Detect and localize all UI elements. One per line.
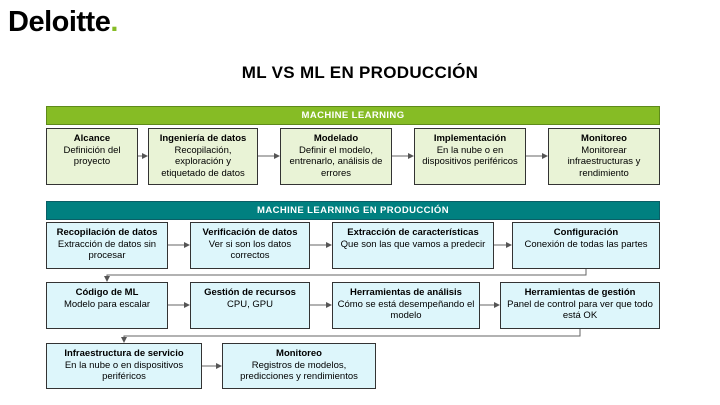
ml-step-data-engineering: Ingeniería de datos Recopilación, explor… bbox=[148, 128, 258, 185]
logo-dot: . bbox=[110, 6, 118, 38]
step-desc: Que son las que vamos a predecir bbox=[340, 238, 486, 250]
prod-step-ml-code: Código de ML Modelo para escalar bbox=[46, 282, 168, 329]
step-desc: Definición del proyecto bbox=[63, 144, 121, 168]
step-title: Ingeniería de datos bbox=[159, 133, 247, 144]
step-title: Configuración bbox=[553, 227, 619, 238]
step-title: Recopilación de datos bbox=[56, 227, 158, 238]
prod-step-serving-infrastructure: Infraestructura de servicio En la nube o… bbox=[46, 343, 202, 389]
step-title: Herramientas de gestión bbox=[524, 287, 636, 298]
step-title: Infraestructura de servicio bbox=[64, 348, 184, 359]
ml-step-modeling: Modelado Definir el modelo, entrenarlo, … bbox=[280, 128, 392, 185]
step-desc: Extracción de datos sin procesar bbox=[57, 238, 157, 262]
step-desc: Panel de control para ver que todo está … bbox=[507, 298, 653, 322]
prod-step-configuration: Configuración Conexión de todas las part… bbox=[512, 222, 660, 269]
step-title: Herramientas de análisis bbox=[350, 287, 462, 298]
ml-banner: MACHINE LEARNING bbox=[46, 106, 660, 125]
step-desc: Registros de modelos, predicciones y ren… bbox=[240, 359, 358, 383]
deloitte-logo: Deloitte. bbox=[8, 8, 118, 37]
slide-title: ML VS ML EN PRODUCCIÓN bbox=[241, 63, 479, 82]
step-desc: Recopilación, exploración y etiquetado d… bbox=[161, 144, 245, 179]
step-title: Implementación bbox=[433, 133, 507, 144]
logo-text: Deloitte bbox=[8, 6, 111, 38]
prod-banner: MACHINE LEARNING EN PRODUCCIÓN bbox=[46, 201, 660, 220]
ml-step-scope: Alcance Definición del proyecto bbox=[46, 128, 138, 185]
step-title: Código de ML bbox=[75, 287, 139, 298]
arrow-wrap-1 bbox=[104, 269, 587, 282]
step-title: Gestión de recursos bbox=[204, 287, 296, 298]
prod-step-resource-management: Gestión de recursos CPU, GPU bbox=[190, 282, 310, 329]
ml-step-monitoring: Monitoreo Monitorear infraestructuras y … bbox=[548, 128, 660, 185]
prod-step-data-verification: Verificación de datos Ver si son los dat… bbox=[190, 222, 310, 269]
step-desc: Ver si son los datos correctos bbox=[208, 238, 292, 262]
prod-step-monitoring: Monitoreo Registros de modelos, predicci… bbox=[222, 343, 376, 389]
step-title: Monitoreo bbox=[276, 348, 322, 359]
step-title: Verificación de datos bbox=[202, 227, 298, 238]
step-desc: En la nube o en dispositivos periféricos bbox=[422, 144, 518, 168]
prod-step-data-collection: Recopilación de datos Extracción de dato… bbox=[46, 222, 168, 269]
ml-step-deployment: Implementación En la nube o en dispositi… bbox=[414, 128, 526, 185]
step-title: Alcance bbox=[73, 133, 111, 144]
prod-step-analysis-tools: Herramientas de análisis Cómo se está de… bbox=[332, 282, 480, 329]
step-desc: Conexión de todas las partes bbox=[524, 238, 648, 250]
prod-step-management-tools: Herramientas de gestión Panel de control… bbox=[500, 282, 660, 329]
step-desc: Modelo para escalar bbox=[63, 298, 151, 310]
arrow-wrap-2 bbox=[121, 329, 581, 343]
step-desc: Cómo se está desempeñando el modelo bbox=[337, 298, 475, 322]
step-title: Modelado bbox=[313, 133, 359, 144]
prod-step-feature-extraction: Extracción de características Que son la… bbox=[332, 222, 494, 269]
step-desc: Definir el modelo, entrenarlo, análisis … bbox=[289, 144, 383, 179]
step-title: Monitoreo bbox=[581, 133, 627, 144]
step-desc: CPU, GPU bbox=[227, 298, 273, 310]
step-desc: En la nube o en dispositivos periféricos bbox=[64, 359, 184, 383]
step-desc: Monitorear infraestructuras y rendimient… bbox=[567, 144, 641, 179]
step-title: Extracción de características bbox=[347, 227, 479, 238]
